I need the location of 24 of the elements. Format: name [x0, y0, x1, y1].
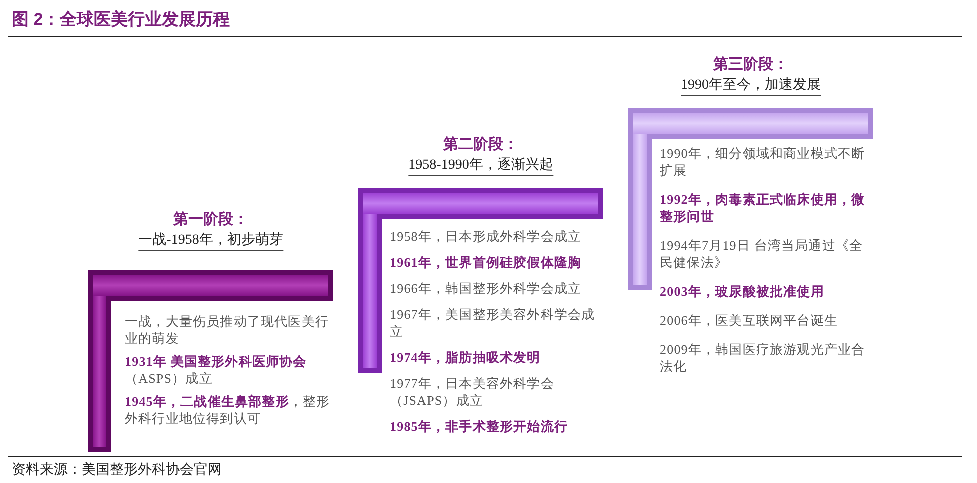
timeline-event: 1977年，日本美容外科学会（JSAPS）成立 — [390, 375, 556, 409]
stage-period: 1990年至今，加速发展 — [681, 76, 821, 96]
timeline-event: 1966年，韩国整形外科学会成立 — [390, 280, 583, 297]
timeline-event: 1992年，肉毒素正式临床使用，微整形问世 — [660, 191, 866, 225]
timeline-event: 2006年，医美互联网平台诞生 — [660, 312, 839, 329]
timeline-event: 1958年，日本形成外科学会成立 — [390, 228, 583, 245]
timeline-event: 一战，大量伤员推动了现代医美行业的萌发 — [125, 313, 330, 347]
timeline-event: 2003年，玻尿酸被批准使用 — [660, 283, 826, 300]
timeline-event: 1985年，非手术整形开始流行 — [390, 418, 569, 435]
timeline-event: 1931年 美国整形外科医师协会（ASPS）成立 — [125, 353, 308, 387]
source-note: 资料来源：美国整形外科协会官网 — [12, 461, 222, 479]
timeline-event: 1994年7月19日 台湾当局通过《全民健保法》 — [660, 237, 864, 271]
figure-title: 图 2：全球医美行业发展历程 — [12, 9, 230, 31]
stage-label: 第二阶段： — [444, 136, 518, 154]
stage-label: 第一阶段： — [174, 210, 248, 229]
timeline-event: 2009年，韩国医疗旅游观光产业合法化 — [660, 341, 866, 375]
timeline-event: 1974年，脂肪抽吸术发明 — [390, 349, 542, 366]
timeline-event: 1961年，世界首例硅胶假体隆胸 — [390, 254, 583, 271]
stage-period: 1958-1990年，逐渐兴起 — [408, 156, 554, 176]
stage-period: 一战-1958年，初步萌芽 — [138, 231, 284, 251]
timeline-event: 1990年，细分领域和商业模式不断扩展 — [660, 145, 866, 179]
stage-label: 第三阶段： — [714, 56, 788, 74]
timeline-event: 1967年，美国整形美容外科学会成立 — [390, 306, 596, 340]
timeline-event: 1945年，二战催生鼻部整形，整形外科行业地位得到认可 — [125, 393, 331, 427]
